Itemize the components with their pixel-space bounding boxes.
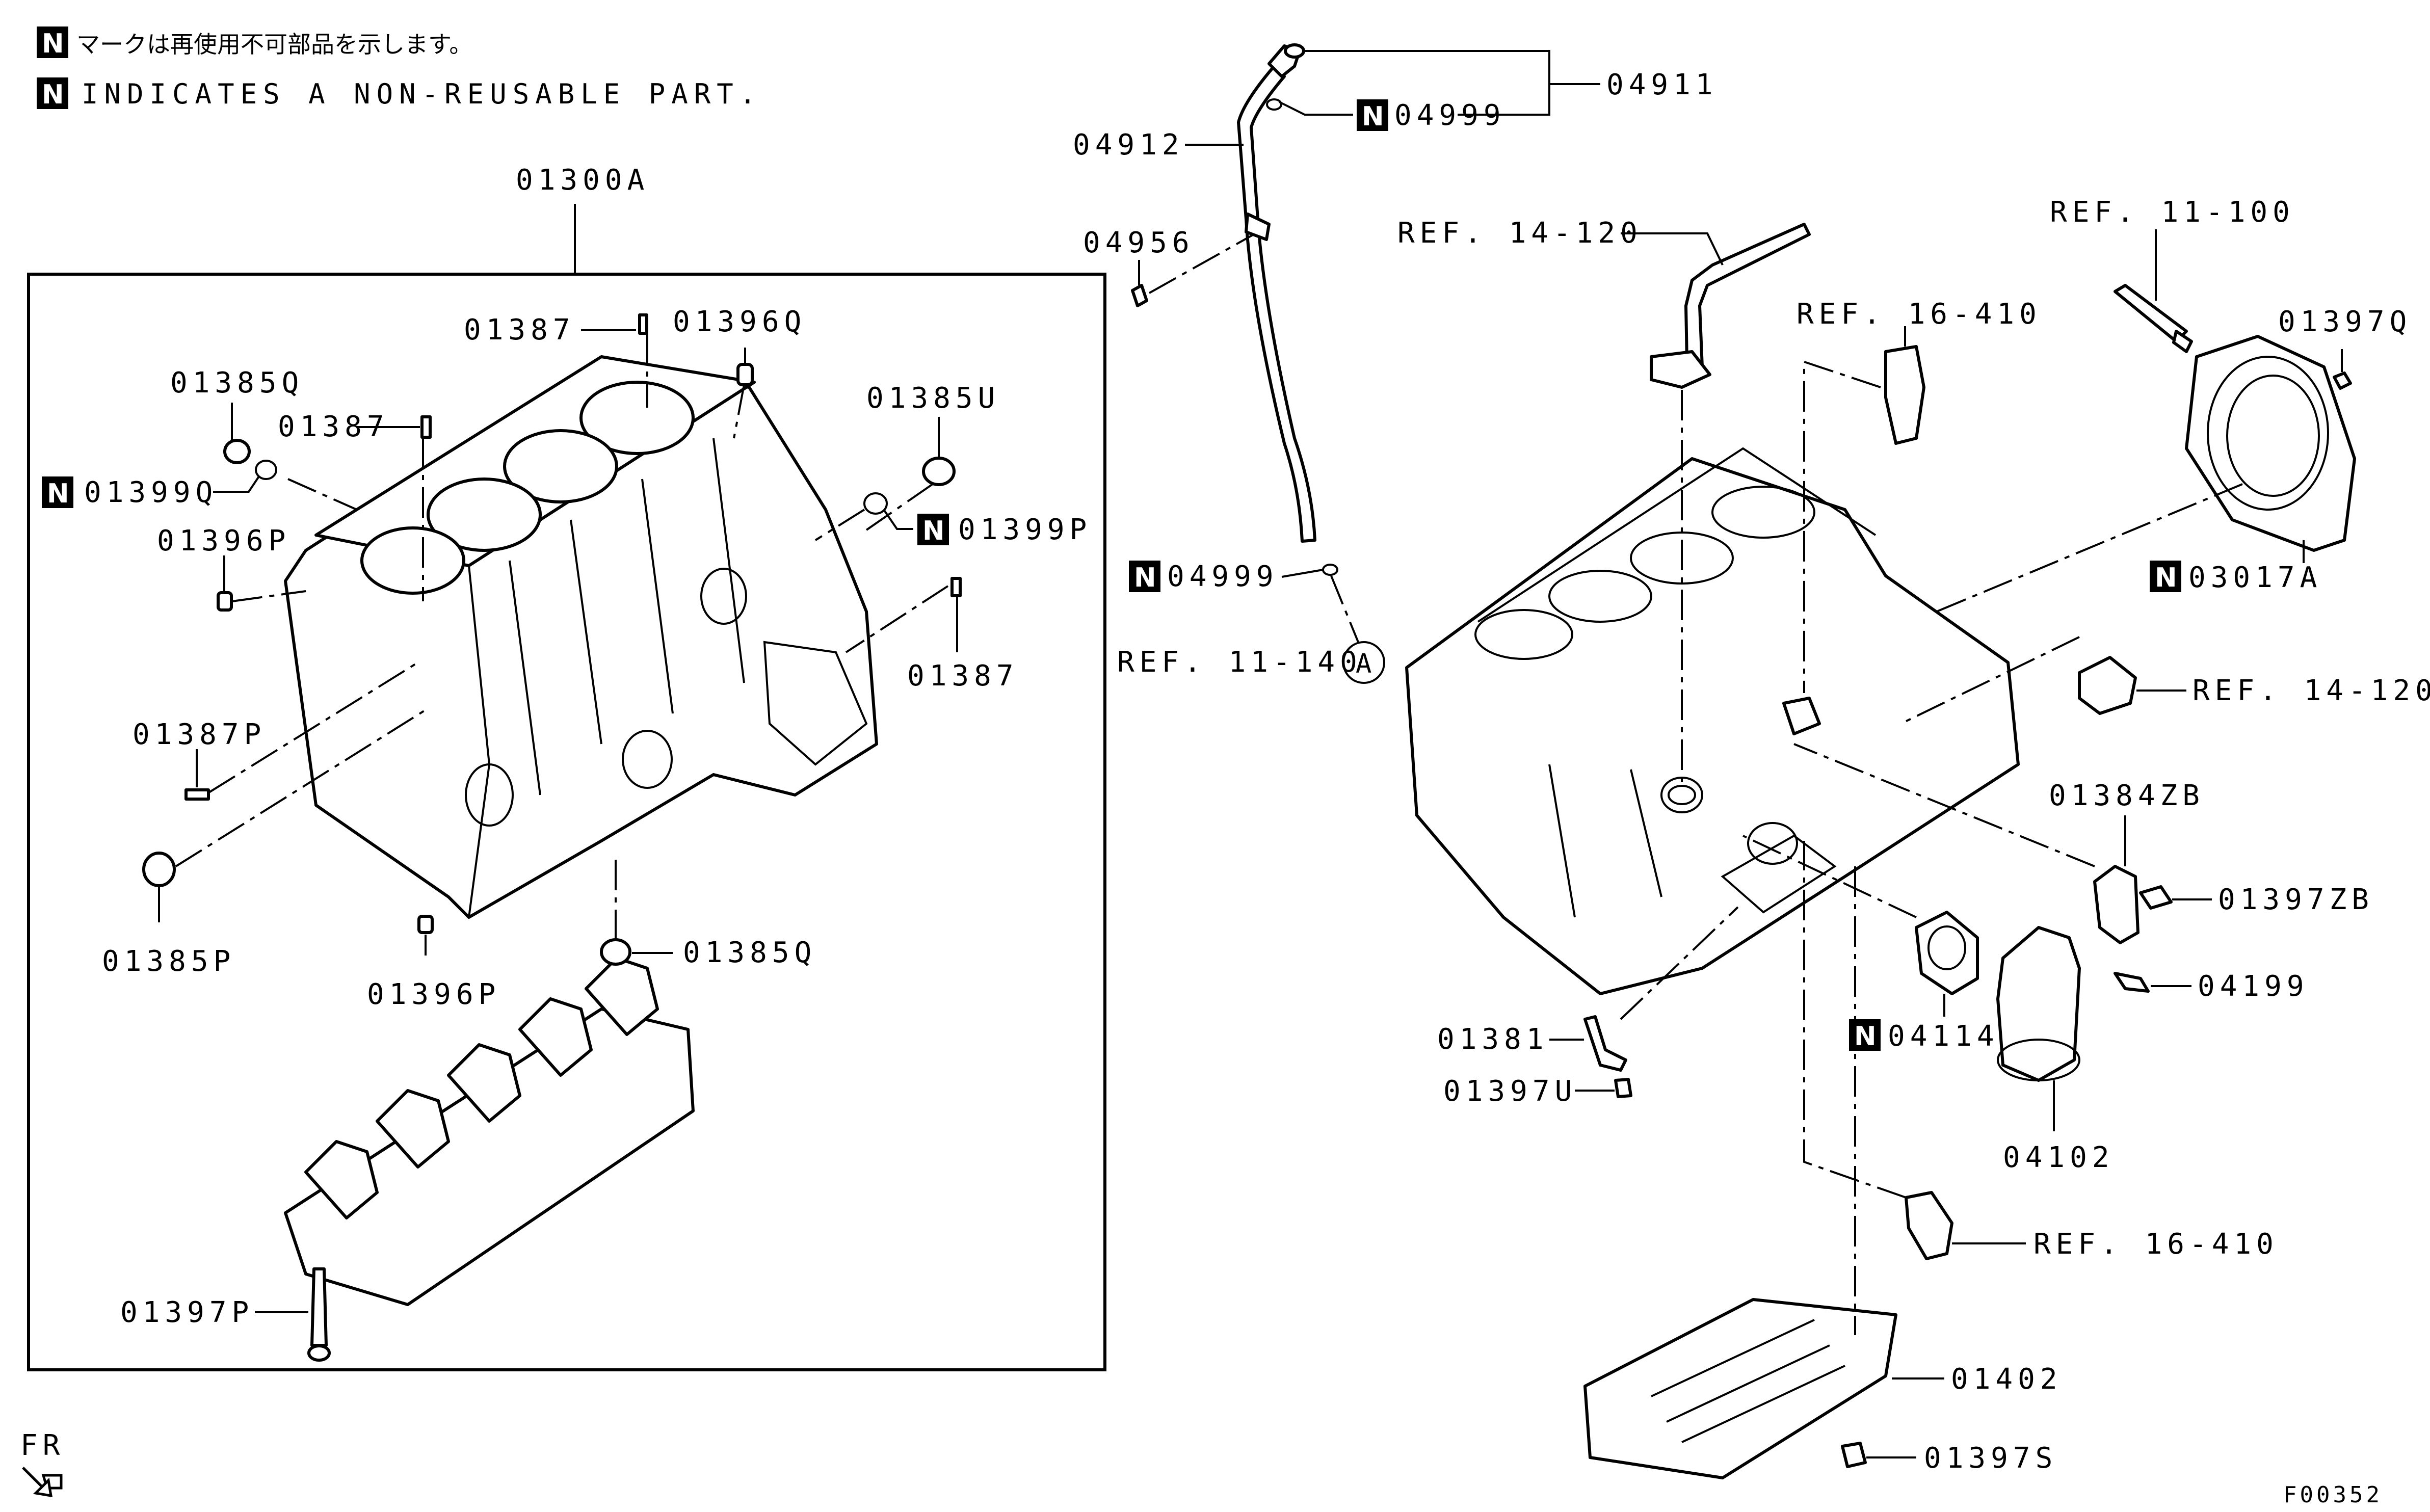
label-01397P: 01397P xyxy=(120,1296,254,1329)
label-01402: 01402 xyxy=(1951,1363,2063,1396)
o-ring-01399P xyxy=(863,492,888,515)
plug-ref-14-120 xyxy=(2078,656,2137,715)
label-01387: 01387 xyxy=(464,313,575,347)
label-04956: 04956 xyxy=(1083,226,1195,259)
badge-letter: N xyxy=(42,29,64,59)
plug-01385Q xyxy=(600,938,631,966)
label-01385Q: 01385Q xyxy=(683,936,816,969)
svg-text:N: N xyxy=(47,479,69,509)
bracket-01384ZB xyxy=(2093,865,2140,944)
fr-label: FR xyxy=(20,1429,65,1462)
legend: N マークは再使用不可部品を示します。 N INDICATES A NON-RE… xyxy=(37,26,762,110)
gasket-04114 xyxy=(1915,911,1979,995)
seal-01385P xyxy=(142,852,176,887)
front-indicator: FR xyxy=(20,1429,65,1498)
label-04912: 04912 xyxy=(1073,128,1184,162)
label-04999: 04999 xyxy=(1394,99,1506,132)
bolt-01397S xyxy=(1841,1442,1867,1468)
bolt-01397ZB xyxy=(2139,885,2173,910)
label-04911: 04911 xyxy=(1606,68,1718,101)
svg-text:N: N xyxy=(922,516,945,546)
non-reusable-badge xyxy=(37,26,68,58)
label-01381: 01381 xyxy=(1437,1023,1549,1056)
label-01387P: 01387P xyxy=(133,718,266,751)
figure-code: F00352 xyxy=(2283,1482,2383,1508)
ref-16-410: REF. 16-410 xyxy=(2033,1228,2279,1261)
o-ring-01399Q xyxy=(255,460,277,480)
label-01387: 01387 xyxy=(278,410,389,443)
badge-letter: N xyxy=(42,79,64,110)
plug-01385Q xyxy=(223,439,251,464)
oil-pipe xyxy=(1684,223,1811,376)
baffle-plate-01402 xyxy=(1583,1298,1897,1479)
o-ring-04999 xyxy=(1266,98,1282,111)
svg-text:N: N xyxy=(1362,101,1384,132)
ref-11-100: REF. 11-100 xyxy=(2050,196,2295,229)
oil-gauge-tube xyxy=(1237,65,1316,543)
label-01387: 01387 xyxy=(907,659,1019,693)
legend-text-jp: マークは再使用不可部品を示します。 xyxy=(76,31,472,58)
o-ring-04999 xyxy=(1322,564,1338,576)
sensor-01381 xyxy=(1583,1015,1627,1072)
non-reusable-badge xyxy=(37,77,68,109)
ref-14-120: REF. 14-120 xyxy=(1397,217,1643,250)
label-01397U: 01397U xyxy=(1443,1075,1577,1108)
bolt-04199 xyxy=(2114,972,2150,993)
label-04999: 04999 xyxy=(1167,560,1279,593)
label-01385P: 01385P xyxy=(102,945,235,978)
dowel-01396P xyxy=(217,591,233,612)
sealant-tube xyxy=(2114,284,2188,343)
svg-text:N: N xyxy=(2155,563,2177,593)
bolt-04956 xyxy=(1131,284,1148,307)
label-01384ZB: 01384ZB xyxy=(2049,779,2205,812)
label-01397Q: 01397Q xyxy=(2278,305,2412,338)
engine-block-right: REF. 14-120 REF. 16-410 REF. 11-100 0139… xyxy=(1397,196,2430,1479)
label-04114: 04114 xyxy=(1888,1020,1999,1053)
pin-01387P xyxy=(184,788,210,801)
bolt-01397P xyxy=(310,1267,328,1347)
cylinder-block xyxy=(284,355,878,919)
label-01399Q: 01399Q xyxy=(84,476,218,509)
dowel-pin-01387 xyxy=(638,313,648,335)
label-01399P: 01399P xyxy=(958,513,1092,546)
ref-circle-a xyxy=(1342,641,1385,684)
oil-filter-bracket xyxy=(1996,926,2081,1082)
label-01397ZB: 01397ZB xyxy=(2218,883,2374,916)
oil-level-gauge-group: 04911 N 04999 04912 04956 N 04999 A REF.… xyxy=(1073,43,1718,684)
dowel-pin-01387 xyxy=(420,415,432,439)
plug-01385U xyxy=(922,457,956,486)
circle-letter: A xyxy=(1356,649,1371,679)
label-01300A: 01300A xyxy=(516,164,649,197)
bolt-01397Q xyxy=(2333,372,2352,390)
label-04102: 04102 xyxy=(2003,1141,2115,1174)
ref-11-140: REF. 11-140 xyxy=(1117,646,1362,679)
svg-text:N: N xyxy=(1134,563,1156,593)
label-01385U: 01385U xyxy=(866,382,1000,415)
legend-text-en: INDICATES A NON-REUSABLE PART. xyxy=(82,78,762,110)
bolt-01397U xyxy=(1614,1078,1632,1098)
label-03017A: 03017A xyxy=(2188,561,2322,594)
lower-crankcase xyxy=(284,957,695,1306)
dowel-01396P xyxy=(417,915,434,934)
label-01396P: 01396P xyxy=(157,524,290,558)
label-04199: 04199 xyxy=(2198,970,2309,1003)
svg-text:N: N xyxy=(1854,1021,1877,1052)
ref-16-410: REF. 16-410 xyxy=(1797,298,2042,331)
group-frame xyxy=(27,273,1106,1371)
label-01396Q: 01396Q xyxy=(673,305,806,338)
oil-seal-retainer xyxy=(2185,335,2356,552)
label-01397S: 01397S xyxy=(1924,1442,2057,1475)
label-01396P: 01396P xyxy=(367,978,500,1011)
sensor-ref-16-410 xyxy=(1884,345,1925,445)
dowel-pin-01387 xyxy=(950,577,962,597)
label-01385Q: 01385Q xyxy=(170,366,304,400)
dowel-01396Q xyxy=(736,363,754,386)
sensor-ref-16-410 xyxy=(1905,1191,1953,1260)
cylinder-block-group: 01300A xyxy=(27,164,1106,1371)
ref-14-120: REF. 14-120 xyxy=(2193,674,2430,707)
